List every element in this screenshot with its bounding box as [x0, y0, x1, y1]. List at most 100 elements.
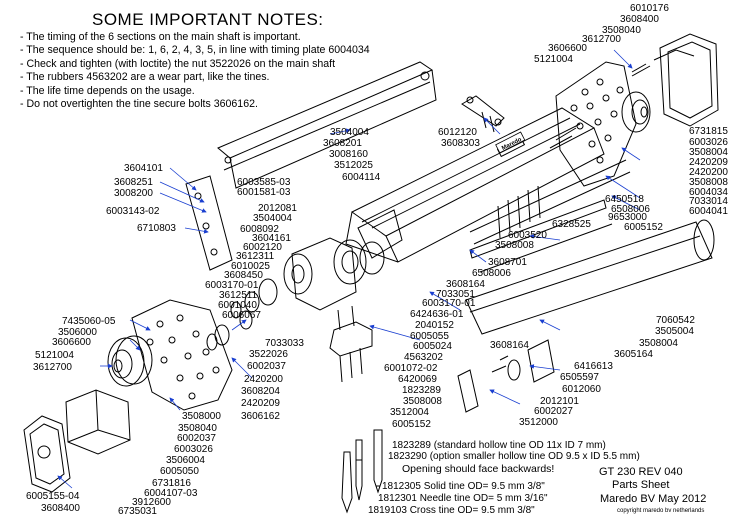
- part-label: 3512000: [519, 417, 558, 428]
- right-end-bracket: [653, 33, 719, 127]
- part-label: 3508040: [178, 423, 217, 434]
- part-label: 7435060-05: [62, 316, 116, 327]
- part-label: 3508040: [602, 25, 641, 36]
- note-line: - The rubbers 4563202 are a wear part, l…: [20, 71, 270, 84]
- part-label: 2012101: [540, 396, 579, 407]
- part-label: 2420200: [244, 374, 283, 385]
- part-label: 3008160: [329, 149, 368, 160]
- part-label: 6005152: [392, 419, 431, 430]
- tine-clamp: [457, 339, 555, 413]
- part-label: 6005050: [160, 466, 199, 477]
- right-pulley: [621, 63, 651, 133]
- part-label: 6005155-04: [26, 491, 80, 502]
- part-label: 6731816: [152, 478, 191, 489]
- note-line: - The life time depends on the usage.: [20, 84, 195, 97]
- part-label: 6505597: [560, 372, 599, 383]
- part-label: 7060542: [656, 315, 695, 326]
- part-label: 3608164: [490, 340, 529, 351]
- part-label: 6424636-01: [410, 309, 464, 320]
- part-label: 3605164: [614, 349, 653, 360]
- tine-legend-line: 1823289 (standard hollow tine OD 11x ID …: [392, 440, 606, 451]
- part-label: 3508004: [689, 147, 728, 158]
- part-label: 6003143-02: [106, 206, 160, 217]
- part-label: 6002037: [247, 361, 286, 372]
- part-label: 6450518: [605, 194, 644, 205]
- rear-roller: [465, 219, 715, 335]
- part-label: 6010025: [231, 261, 270, 272]
- left-chain-cover: [65, 389, 131, 455]
- part-label: 6004107-03: [144, 488, 198, 499]
- part-label: 3506000: [58, 327, 97, 338]
- part-label: 6005024: [413, 341, 452, 352]
- part-label: 6416613: [574, 361, 613, 372]
- part-label: 3008200: [114, 188, 153, 199]
- left-bearing-stack: [206, 310, 253, 351]
- tine-sketches: [341, 429, 383, 514]
- part-label: 3608400: [620, 14, 659, 25]
- part-label: 7033033: [265, 338, 304, 349]
- part-label: 6003520: [508, 230, 547, 241]
- tine-legend-line: 1823290 (option smaller hollow tine OD 9…: [388, 451, 640, 462]
- part-label: 6010176: [630, 3, 669, 14]
- part-label: 3612700: [33, 362, 72, 373]
- maredo-logo-plate: Maredo: [495, 131, 526, 154]
- part-label: 7033014: [689, 196, 728, 207]
- part-label: 3508008: [403, 396, 442, 407]
- part-label: 6002027: [534, 406, 573, 417]
- part-label: 3504004: [253, 213, 292, 224]
- notes-list: - The timing of the 6 sections on the ma…: [20, 31, 370, 111]
- left-pulley: [107, 335, 153, 387]
- sheet-model: GT 230 REV 040: [599, 466, 683, 478]
- note-line: - Check and tighten (with loctite) the n…: [20, 57, 336, 70]
- right-side-plate: [555, 61, 637, 187]
- part-label: 6005055: [410, 331, 449, 342]
- callout-leaders: [57, 49, 641, 489]
- part-label: 3612511: [219, 290, 258, 301]
- copyright-text: copyright maredo bv netherlands: [617, 508, 705, 514]
- note-line: - The timing of the 6 sections on the ma…: [20, 31, 301, 43]
- part-label: 6003170-01: [205, 280, 259, 291]
- part-label: 3506004: [166, 455, 205, 466]
- part-label: 3608400: [41, 503, 80, 514]
- scraper-bar: [469, 199, 613, 273]
- part-label: 6731815: [689, 126, 728, 137]
- part-label: 3912600: [132, 497, 171, 508]
- part-label: 6006067: [222, 310, 261, 321]
- part-label: 6710803: [137, 223, 176, 234]
- left-side-plate: [131, 299, 233, 411]
- part-label: 3612700: [582, 34, 621, 45]
- part-label: 6004114: [342, 172, 381, 183]
- part-label: 3512004: [390, 407, 429, 418]
- part-label: 4563202: [404, 352, 443, 363]
- part-label: 6003026: [689, 137, 728, 148]
- part-label: 3504004: [330, 127, 369, 138]
- part-label: 3604161: [252, 233, 291, 244]
- tine-legend-line: 1812305 Solid tine OD= 9.5 mm 3/8": [382, 481, 545, 492]
- part-label: 9653000: [608, 212, 647, 223]
- part-label: 6004034: [689, 187, 728, 198]
- part-label: 3606162: [241, 411, 280, 422]
- tine-legend-line: 1812301 Needle tine OD= 5 mm 3/16": [378, 493, 548, 504]
- part-label: 3608303: [441, 138, 480, 149]
- part-label: 3608164: [446, 279, 485, 290]
- part-label: 3612311: [236, 251, 275, 262]
- part-label: 6004041: [689, 206, 728, 217]
- part-label: 3522026: [249, 349, 288, 360]
- part-label: 3508000: [182, 411, 221, 422]
- left-end-plate: [23, 415, 71, 493]
- part-label: 6002120: [243, 242, 282, 253]
- part-label: 6508006: [472, 268, 511, 279]
- part-label: 6001072-02: [384, 363, 438, 374]
- part-label: 6001040: [218, 300, 257, 311]
- part-label: 3606600: [548, 43, 587, 54]
- tine-warning: Opening should face backwards!: [402, 463, 555, 475]
- note-line: - Do not overtighten the tine secure bol…: [20, 98, 258, 111]
- part-label: 6008092: [240, 224, 279, 235]
- part-label: 5121004: [35, 350, 74, 361]
- sheet-title: Parts Sheet: [612, 479, 670, 491]
- notes-title: SOME IMPORTANT NOTES:: [92, 10, 324, 29]
- sheet-date: Maredo BV May 2012: [600, 493, 707, 505]
- part-label: 2040152: [415, 320, 454, 331]
- part-label: 3505004: [655, 326, 694, 337]
- part-label: 6735031: [118, 506, 157, 517]
